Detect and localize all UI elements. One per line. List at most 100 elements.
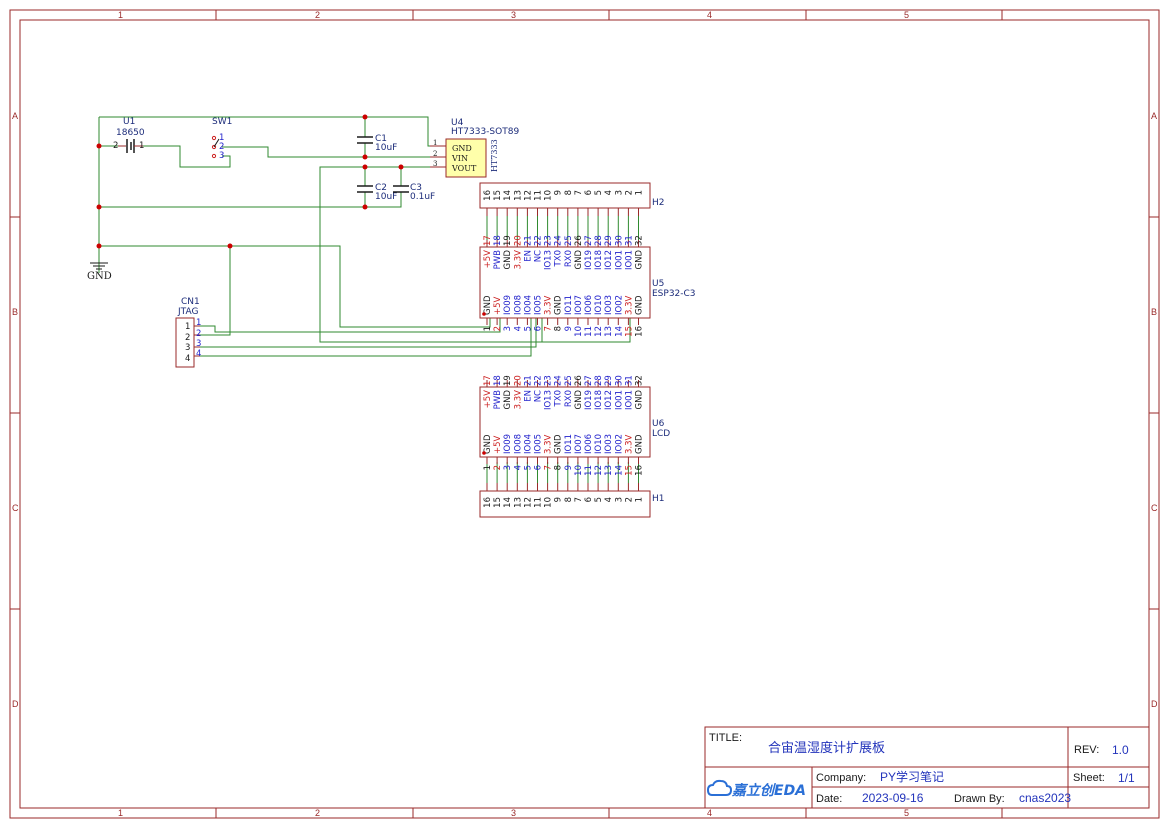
u5-pin1-marker <box>482 312 486 316</box>
u5-bot-pin-num-15: 15 <box>624 326 634 337</box>
regulator-u4: U4 HT7333-SOT89 1 2 3 GND VIN VOUT HT733… <box>430 118 519 178</box>
u5-top-pin-num-22: 22 <box>534 235 544 246</box>
cn1-pin-4-label: 4 <box>185 354 190 364</box>
u6-bot-pin-name-5: IO04 <box>523 434 533 454</box>
logo-text: 嘉立创EDA <box>731 782 806 799</box>
u5-top-pin-name-20: 3.3V <box>513 250 523 270</box>
zone-col-top-2: 2 <box>315 10 320 20</box>
h2-pin-12: 12 <box>523 190 533 201</box>
c3-ref: C3 <box>410 183 422 193</box>
h2-pin-9: 9 <box>554 190 564 195</box>
u6-bot-pin-num-7: 7 <box>544 465 554 470</box>
u1-pin-right: 1 <box>139 141 144 151</box>
u5-top-pin-num-21: 21 <box>523 235 533 246</box>
u6-top-pin-name-28: IO18 <box>594 390 604 410</box>
h1-pin-10: 10 <box>544 497 554 508</box>
u4-pin-num-2: 2 <box>433 150 437 158</box>
zone-row-left-B: B <box>12 307 18 317</box>
u5-bot-pin-name-12: IO10 <box>594 295 604 315</box>
u5-bot-pin-num-11: 11 <box>584 326 594 337</box>
h2-pin-10: 10 <box>544 190 554 201</box>
u6-bot-pin-num-2: 2 <box>493 465 503 470</box>
u5-bot-pin-num-2: 2 <box>493 326 503 331</box>
u5-top-pin-name-18: PWB <box>493 250 503 270</box>
u5-top-pin-name-31: IO01 <box>624 250 634 270</box>
u6-bot-pin-num-15: 15 <box>624 465 634 476</box>
cn1-pin-3-label: 3 <box>185 343 190 353</box>
h2-pin-5: 5 <box>594 190 604 195</box>
u5-bot-pin-num-1: 1 <box>483 326 493 331</box>
u6-ref: U6 <box>652 419 665 429</box>
u5-bot-pin-name-15: 3.3V <box>624 295 634 315</box>
u6-bot-pin-name-11: IO06 <box>584 434 594 454</box>
zone-row-right-A: A <box>1151 111 1157 121</box>
u6-bot-pin-name-12: IO10 <box>594 434 604 454</box>
u1-value: 18650 <box>116 128 145 138</box>
h2-pin-4: 4 <box>604 190 614 195</box>
u4-body-label: HT7333 <box>490 139 499 172</box>
u5-bot-pin-name-4: IO08 <box>513 295 523 315</box>
u6-bot-pin-name-4: IO08 <box>513 434 523 454</box>
u5-top-pin-num-20: 20 <box>513 235 523 246</box>
u5-bot-pin-name-6: IO05 <box>534 295 544 315</box>
company-label: Company: <box>816 772 866 784</box>
zone-row-left-C: C <box>12 503 19 513</box>
h2-pin-2: 2 <box>624 190 634 195</box>
u6-top-pin-num-26: 26 <box>574 375 584 386</box>
u5-top-pin-name-28: IO18 <box>594 250 604 270</box>
u5-top-pin-name-22: NC <box>534 250 544 262</box>
sheet-frame <box>9 9 1160 819</box>
h2-ref: H2 <box>652 198 665 208</box>
u6-bot-pin-name-3: IO09 <box>503 434 513 454</box>
u5-top-pin-name-27: IO19 <box>584 250 594 270</box>
u5-top-pin-num-17: 17 <box>483 235 493 246</box>
zone-col-bottom-5: 5 <box>904 808 909 818</box>
u6-top-pin-num-28: 28 <box>594 375 604 386</box>
cn1-pin-4-num: 4 <box>196 349 201 359</box>
u6-top-pin-name-32: GND <box>635 390 645 410</box>
u5-top-pin-num-32: 32 <box>635 235 645 246</box>
u6-bot-pin-num-14: 14 <box>614 465 624 476</box>
u6-bot-pin-num-13: 13 <box>604 465 614 476</box>
u6-bot-pin-name-14: IO02 <box>614 434 624 454</box>
h1-pin-11: 11 <box>534 497 544 508</box>
u6-top-pin-num-19: 19 <box>503 375 513 386</box>
u5-bot-pin-name-14: IO02 <box>614 295 624 315</box>
cn1-pin-2-label: 2 <box>185 333 190 343</box>
u6-bot-pin-name-8: GND <box>554 434 564 454</box>
u5-top-pin-name-25: RX0 <box>564 250 574 267</box>
eda-logo: 嘉立创EDA <box>706 779 806 799</box>
u6-bot-pin-num-11: 11 <box>584 465 594 476</box>
drawn-label: Drawn By: <box>954 793 1005 805</box>
h2-pin-1: 1 <box>635 190 645 195</box>
header-h2 <box>479 182 651 209</box>
u5-bot-pin-num-4: 4 <box>513 326 523 331</box>
u5-bot-pin-name-13: IO03 <box>604 295 614 315</box>
u5-top-pin-num-26: 26 <box>574 235 584 246</box>
zone-col-bottom-3: 3 <box>511 808 516 818</box>
u6-top-pin-name-29: IO12 <box>604 390 614 410</box>
u1-ref: U1 <box>123 117 135 127</box>
sheet-label: Sheet: <box>1073 772 1105 784</box>
u5-top-pin-num-18: 18 <box>493 235 503 246</box>
u5-top-pin-name-21: EN <box>523 250 533 262</box>
u6-top-pin-num-21: 21 <box>523 375 533 386</box>
u5-top-pin-name-17: +5V <box>483 250 493 269</box>
u6-top-pin-name-17: +5V <box>483 390 493 409</box>
u5-bot-pin-num-14: 14 <box>614 326 624 337</box>
sw1-pin-3: 3 <box>219 151 224 161</box>
u6-top-pin-num-30: 30 <box>614 375 624 386</box>
company-value: PY学习笔记 <box>880 769 944 784</box>
u5-bot-pin-name-11: IO06 <box>584 295 594 315</box>
u6-value: LCD <box>652 429 670 439</box>
u6-top-pin-num-27: 27 <box>584 375 594 386</box>
u5-top-pin-num-27: 27 <box>584 235 594 246</box>
u5-top-pin-name-24: TX0 <box>554 250 564 267</box>
u5-bot-pin-name-9: IO11 <box>564 295 574 315</box>
capacitor-c1: C1 10uF <box>357 134 397 153</box>
u6-top-pin-num-32: 32 <box>635 375 645 386</box>
u5-bot-pin-num-7: 7 <box>544 326 554 331</box>
h1-pin-8: 8 <box>564 497 574 502</box>
u5-bot-pin-name-8: GND <box>554 295 564 315</box>
